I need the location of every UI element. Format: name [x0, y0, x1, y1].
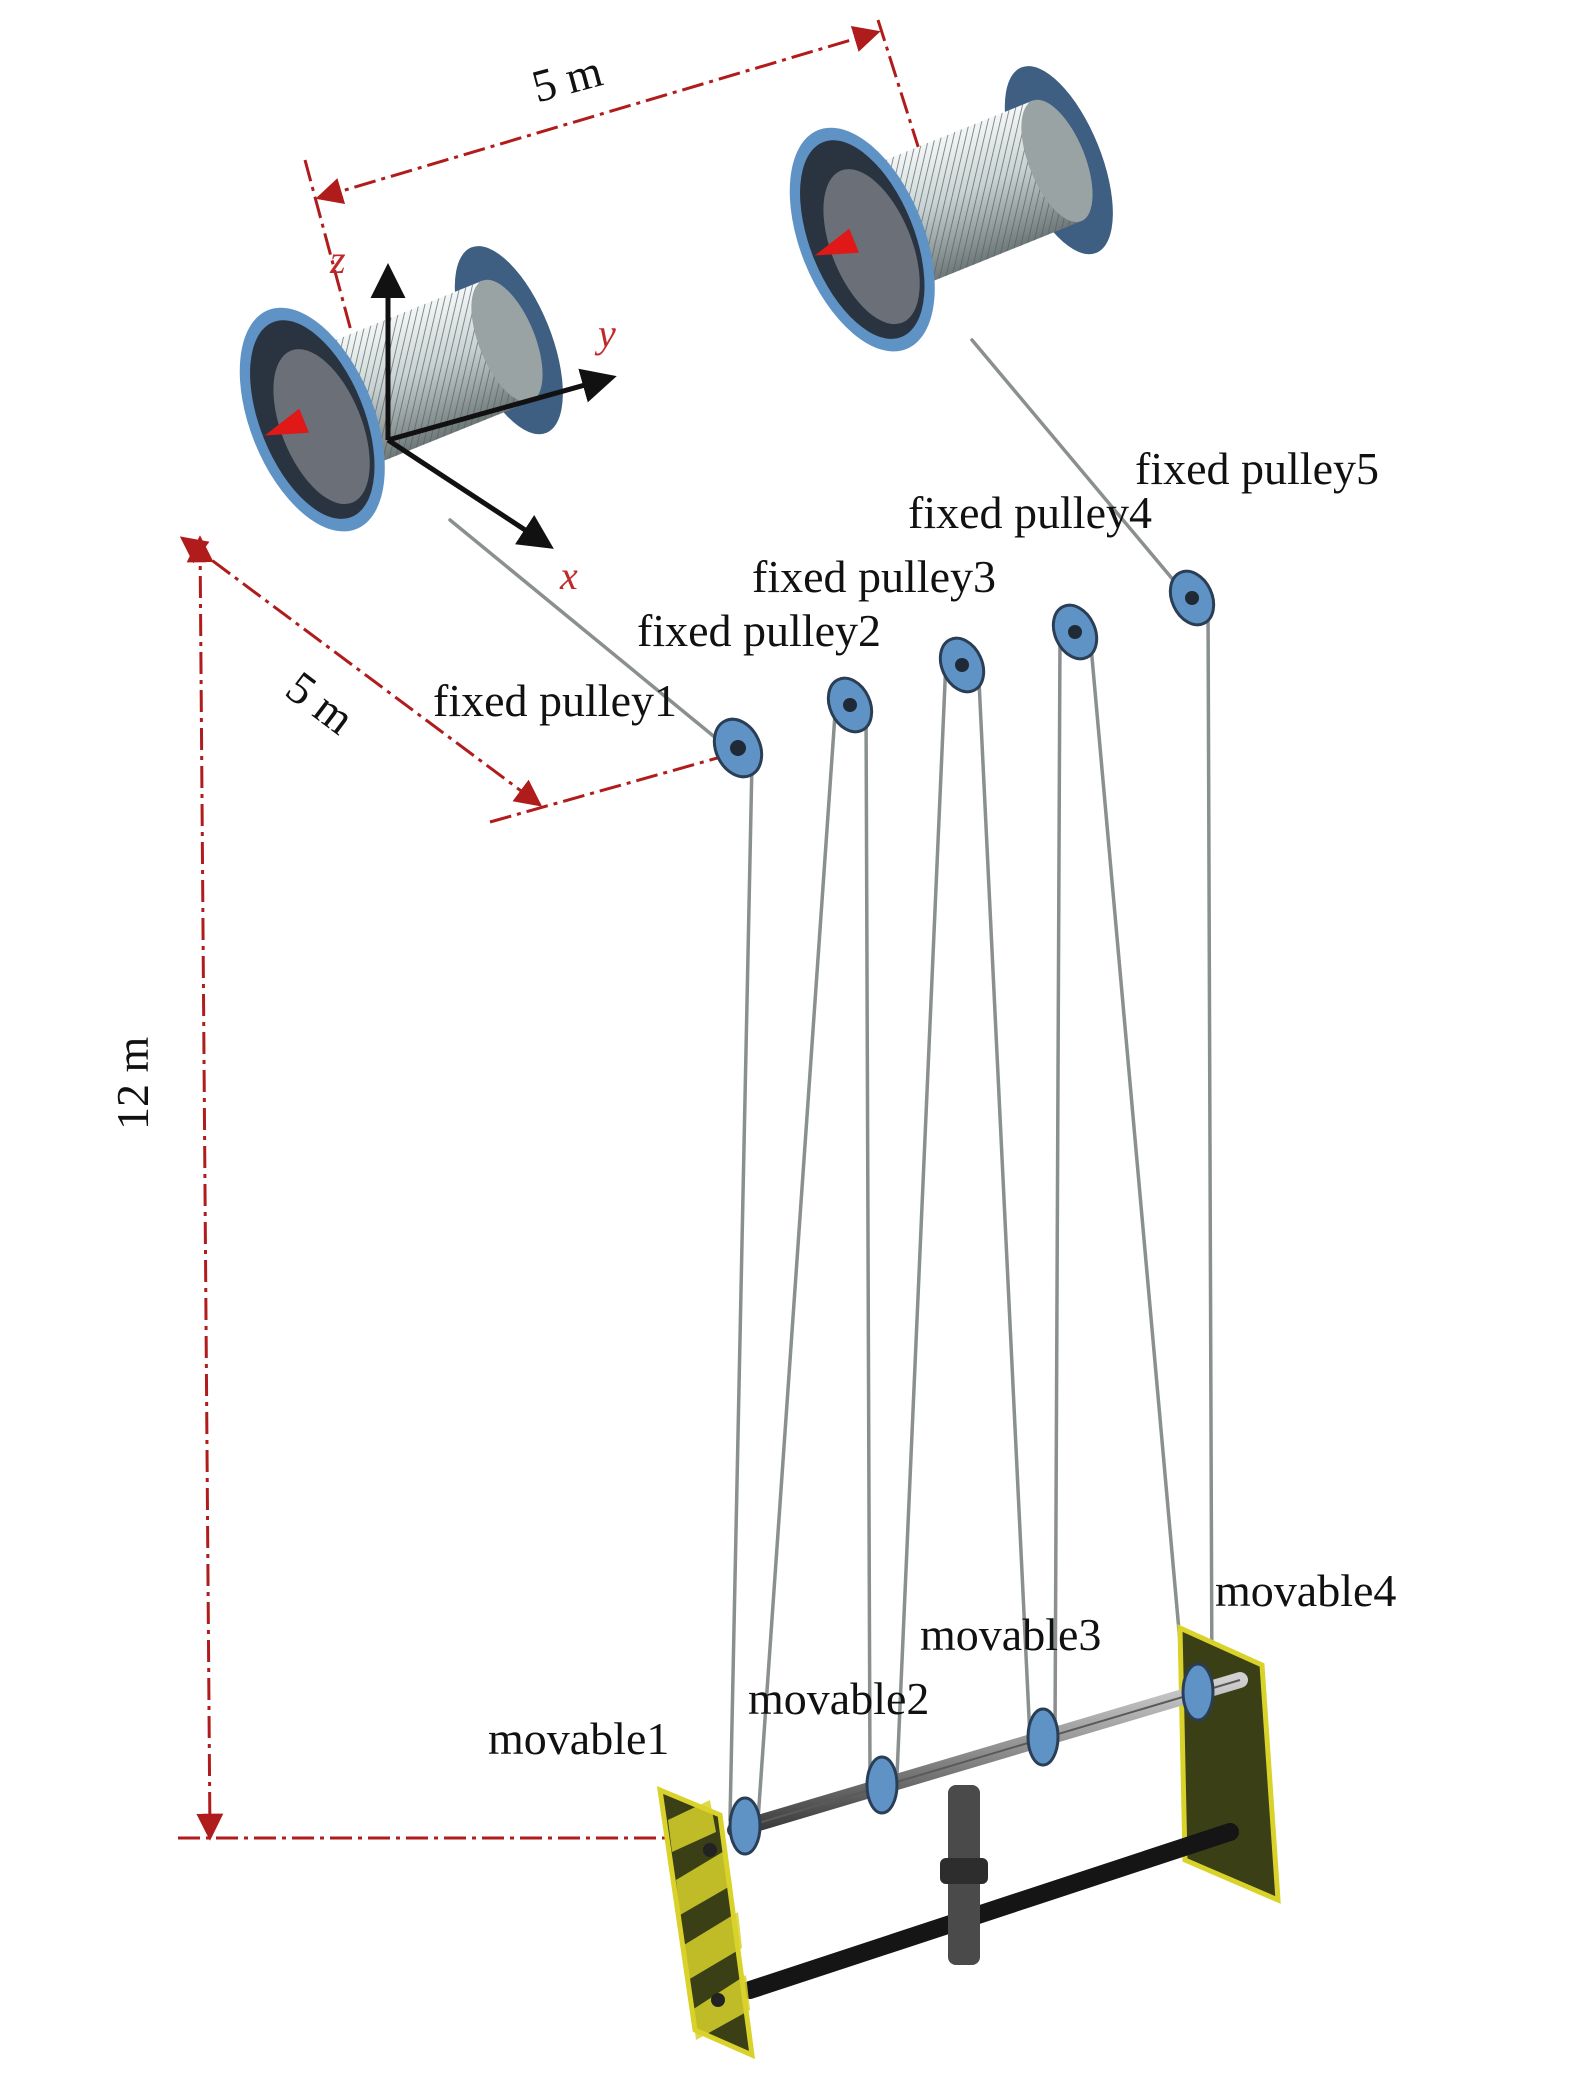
dim-top-line	[315, 25, 881, 205]
ropes	[448, 338, 1214, 1822]
movable-pulley-3-shape	[1026, 1707, 1060, 1767]
lifting-frame	[656, 1624, 1281, 2060]
dim-top-ext-left	[303, 159, 377, 421]
axis-label-x: x	[560, 553, 578, 598]
rope-p3-m3	[976, 658, 1032, 1740]
winch-drum-1	[239, 246, 563, 532]
rope-p2-m1	[756, 698, 838, 1822]
rope-p3-m2	[895, 658, 948, 1777]
movable-pulley-1-shape	[728, 1796, 762, 1856]
label-fixed-pulley-1: fixed pulley1	[433, 675, 677, 726]
label-movable-2: movable2	[748, 1673, 930, 1724]
rope-p5-m4	[1206, 598, 1214, 1700]
dim-diag-ext	[489, 753, 729, 824]
x-axis-arrow	[386, 437, 554, 549]
label-fixed-pulley-4: fixed pulley4	[908, 487, 1152, 538]
movable-pulley-4-shape	[1181, 1662, 1215, 1722]
lower-rod	[741, 1823, 1239, 1999]
rope-drum1-to-pulley1	[448, 518, 730, 750]
dim-label-height: 12 m	[107, 1036, 158, 1130]
coordinate-axes	[370, 263, 617, 549]
rope-p4-m3	[1053, 633, 1062, 1740]
label-fixed-pulley-2: fixed pulley2	[637, 605, 881, 656]
red-cone-icon	[264, 408, 309, 436]
axis-label-z: z	[330, 237, 346, 282]
label-fixed-pulley-3: fixed pulley3	[752, 551, 996, 602]
winch-drum-2	[789, 66, 1113, 352]
axis-label-y: y	[598, 311, 616, 356]
rope-drum2-to-pulley5	[970, 338, 1182, 590]
dim-vert-line	[186, 535, 224, 1841]
y-axis-arrow	[387, 368, 617, 443]
rope-p4-m4	[1088, 633, 1187, 1700]
label-movable-3: movable3	[920, 1609, 1102, 1660]
rope-p1-m1	[728, 760, 754, 1822]
label-movable-4: movable4	[1215, 1565, 1397, 1616]
red-cone-icon	[814, 228, 859, 256]
dim-diag-line	[179, 536, 543, 807]
label-movable-1: movable1	[488, 1713, 670, 1764]
label-fixed-pulley-5: fixed pulley5	[1135, 443, 1379, 494]
movable-pulley-2-shape	[865, 1755, 899, 1815]
rope-p2-m2	[864, 698, 872, 1777]
